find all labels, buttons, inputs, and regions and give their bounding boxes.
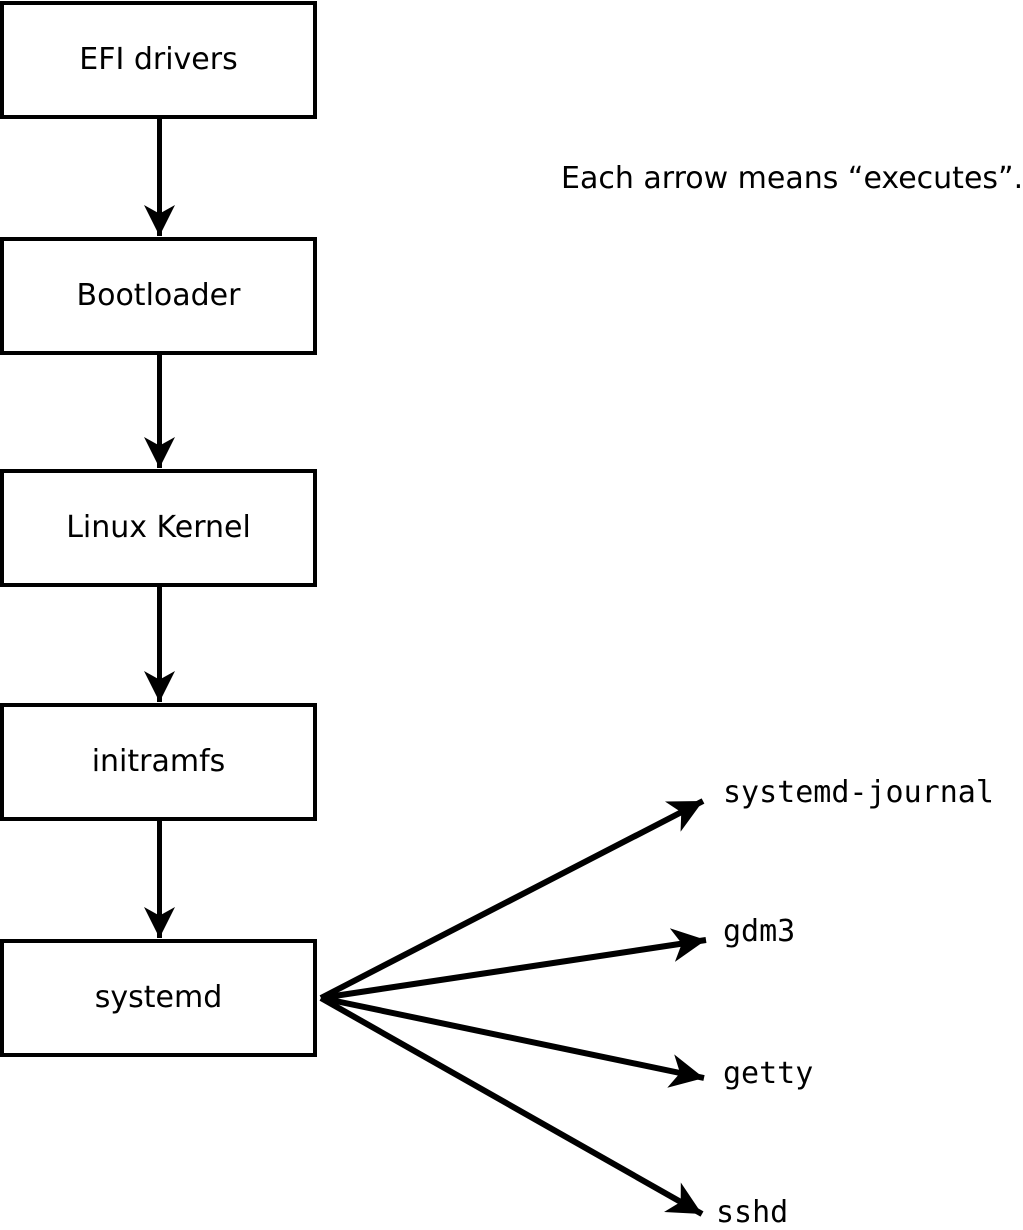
fanout-label-getty: getty xyxy=(723,1055,814,1091)
box-initramfs: initramfs xyxy=(0,703,317,821)
box-efi-drivers: EFI drivers xyxy=(0,1,317,119)
arrow-systemd-to-gdm3 xyxy=(320,928,707,1001)
box-systemd-label: systemd xyxy=(94,980,223,1015)
box-bootloader-label: Bootloader xyxy=(76,278,241,313)
arrow-systemd-to-journal xyxy=(319,798,705,1001)
fanout-label-systemd-journal: systemd-journal xyxy=(723,774,994,810)
box-bootloader: Bootloader xyxy=(0,237,317,355)
fanout-label-gdm3: gdm3 xyxy=(723,913,796,949)
arrow-legend-note: Each arrow means “executes”. xyxy=(561,160,1023,196)
arrow-systemd-to-getty xyxy=(320,995,705,1088)
fanout-label-sshd: sshd xyxy=(716,1194,789,1230)
box-systemd: systemd xyxy=(0,939,317,1057)
box-efi-drivers-label: EFI drivers xyxy=(79,42,238,77)
box-initramfs-label: initramfs xyxy=(91,744,226,779)
box-linux-kernel-label: Linux Kernel xyxy=(66,510,251,545)
arrow-systemd-to-sshd xyxy=(319,995,704,1217)
box-linux-kernel: Linux Kernel xyxy=(0,469,317,587)
